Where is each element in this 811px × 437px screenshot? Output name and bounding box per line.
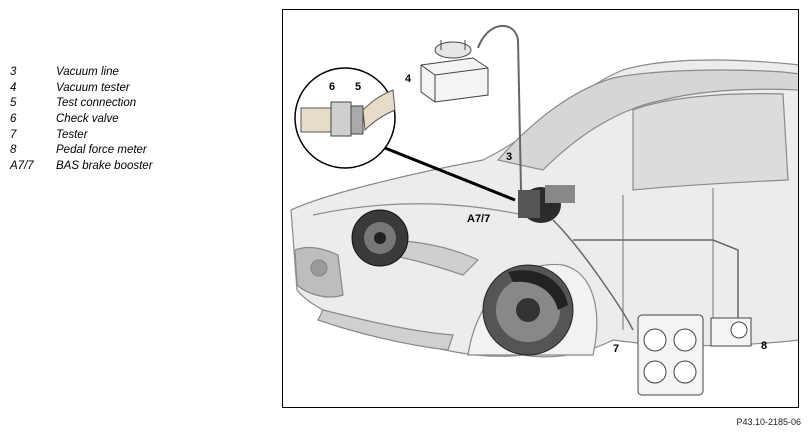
pedal-force-meter (710, 317, 752, 347)
callout-3: 3 (506, 151, 512, 163)
brake-caliper-detail (351, 209, 409, 267)
legend-label: Check valve (56, 112, 119, 125)
leader-line (384, 146, 516, 202)
vacuum-tester (420, 40, 489, 103)
legend-label: Vacuum line (56, 65, 119, 78)
brake-disc (482, 264, 574, 356)
legend-key: 4 (10, 81, 17, 94)
legend-label: BAS brake booster (56, 159, 153, 172)
vacuum-line (477, 24, 522, 191)
callout-6: 6 (329, 81, 335, 93)
tester-device (637, 314, 704, 396)
legend-row: 7 Tester (10, 127, 153, 143)
callout-a7-7: A7/7 (467, 213, 490, 225)
tester-line (552, 219, 634, 331)
legend-key: 5 (10, 97, 17, 110)
legend-label: Tester (56, 128, 88, 141)
legend-key: 7 (10, 128, 17, 141)
callout-5: 5 (355, 81, 361, 93)
car-brake-illustration: 4 3 6 5 A7/7 7 8 (290, 24, 798, 396)
figure-reference: P43.10-2185-06 (736, 417, 801, 427)
legend-label: Test connection (56, 97, 137, 110)
legend-row: 5 Test connection (10, 95, 153, 111)
legend-key: 6 (10, 112, 17, 125)
illustration-frame: 4 3 6 5 A7/7 7 8 (282, 9, 799, 408)
legend: 3 Vacuum line 4 Vacuum tester 5 Test con… (10, 64, 153, 174)
legend-key: 8 (10, 144, 17, 157)
legend-label: Vacuum tester (56, 81, 130, 94)
callout-7: 7 (613, 343, 619, 355)
callout-8: 8 (761, 340, 767, 352)
legend-row: 4 Vacuum tester (10, 80, 153, 96)
legend-key: 3 (10, 65, 17, 78)
legend-key: A7/7 (10, 159, 34, 172)
legend-row: A7/7 BAS brake booster (10, 158, 153, 174)
check-valve-detail (294, 67, 396, 169)
legend-row: 6 Check valve (10, 111, 153, 127)
legend-label: Pedal force meter (56, 144, 147, 157)
callout-4: 4 (405, 73, 412, 85)
legend-row: 8 Pedal force meter (10, 142, 153, 158)
legend-row: 3 Vacuum line (10, 64, 153, 80)
pedal-meter-line (573, 239, 739, 320)
brake-booster (518, 185, 575, 223)
